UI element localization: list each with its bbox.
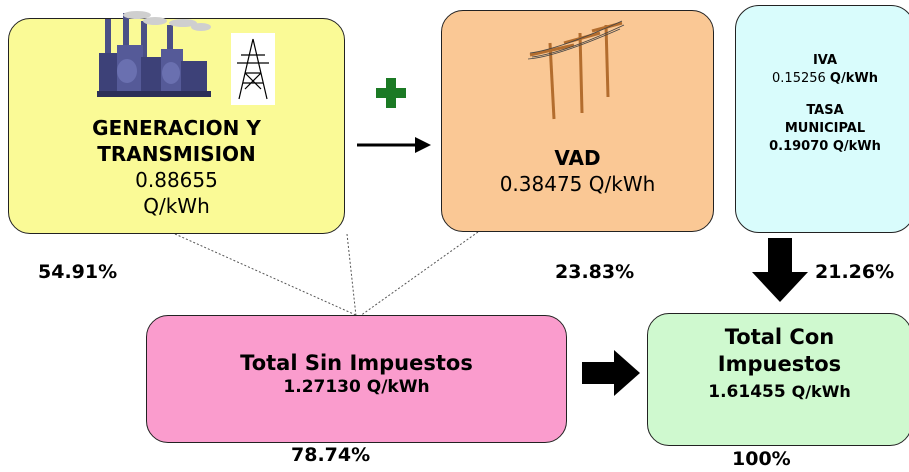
iva-row: 0.15256 Q/kWh — [736, 70, 909, 88]
connector-generation — [174, 233, 359, 317]
iva-value: 0.15256 — [772, 71, 826, 86]
vad-value: 0.38475 Q/kWh — [499, 172, 656, 196]
transmission-tower-icon — [231, 33, 275, 105]
total-con-title-line2: Impuestos — [717, 352, 842, 376]
total-sin-percent: 78.74% — [291, 444, 371, 466]
generation-title-line1: GENERACION Y — [92, 116, 261, 140]
vad-title: VAD — [554, 146, 601, 170]
generation-percent: 54.91% — [38, 261, 118, 283]
total-sin-impuestos-box: Total Sin Impuestos 1.27130 Q/kWh — [146, 315, 567, 443]
total-con-value-row: 1.61455 Q/kWh — [648, 378, 909, 406]
plus-icon — [376, 78, 406, 108]
total-con-value: 1.61455 — [708, 382, 786, 402]
total-con-percent: 100% — [732, 448, 791, 470]
tasa-value: 0.19070 Q/kWh — [769, 139, 881, 154]
iva-label: IVA — [812, 53, 838, 68]
taxes-percent: 21.26% — [815, 261, 895, 283]
utility-poles-icon — [527, 20, 625, 120]
generation-box: GENERACION Y TRANSMISION 0.88655 Q/kWh — [8, 11, 345, 234]
total-con-title-line1: Total Con — [724, 325, 835, 349]
connector-vad — [359, 231, 479, 317]
vad-box: VAD 0.38475 Q/kWh — [441, 10, 714, 232]
generation-value: 0.88655 — [135, 168, 218, 192]
right-arrow-thick-icon — [582, 350, 640, 396]
generation-unit: Q/kWh — [143, 194, 210, 218]
connector-generation-2 — [346, 233, 357, 317]
vad-percent: 23.83% — [555, 261, 635, 283]
tasa-label-line2: MUNICIPAL — [784, 121, 866, 136]
right-arrow-icon — [357, 137, 431, 153]
iva-unit: Q/kWh — [829, 71, 878, 86]
total-con-impuestos-box: Total Con Impuestos 1.61455 Q/kWh — [647, 313, 909, 446]
power-plant-icon — [97, 11, 211, 97]
total-con-unit: Q/kWh — [791, 382, 851, 401]
total-sin-title: Total Sin Impuestos — [240, 351, 473, 375]
total-sin-value: 1.27130 Q/kWh — [283, 377, 430, 397]
taxes-box: IVA 0.15256 Q/kWh TASA MUNICIPAL 0.19070… — [735, 5, 909, 233]
down-arrow-icon — [752, 238, 808, 302]
tasa-label-line1: TASA — [806, 103, 844, 118]
generation-title-line2: TRANSMISION — [97, 142, 256, 166]
